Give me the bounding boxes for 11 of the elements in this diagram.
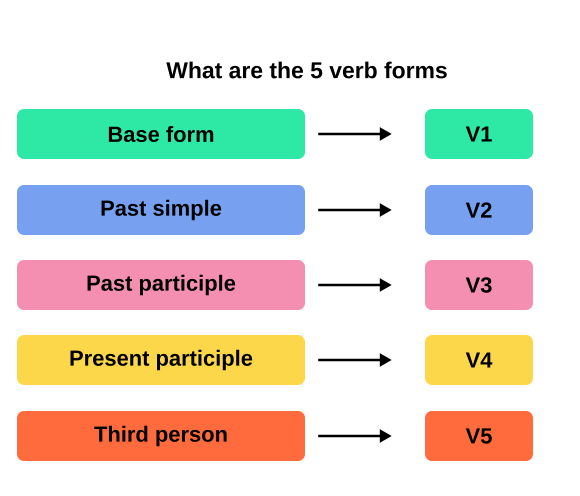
- form-box: Present participle: [17, 335, 305, 385]
- label-box: V4: [425, 335, 533, 385]
- label-box: V5: [425, 411, 533, 461]
- title: What are the 5 verb forms: [166, 62, 447, 78]
- form-box: Base form: [17, 109, 305, 159]
- form-box: Past participle: [17, 260, 305, 310]
- form-box: Past simple: [17, 185, 305, 235]
- label-box: V2: [425, 185, 533, 235]
- form-box: Third person: [17, 411, 305, 461]
- label-box: V3: [425, 260, 533, 310]
- label-box: V1: [425, 109, 533, 159]
